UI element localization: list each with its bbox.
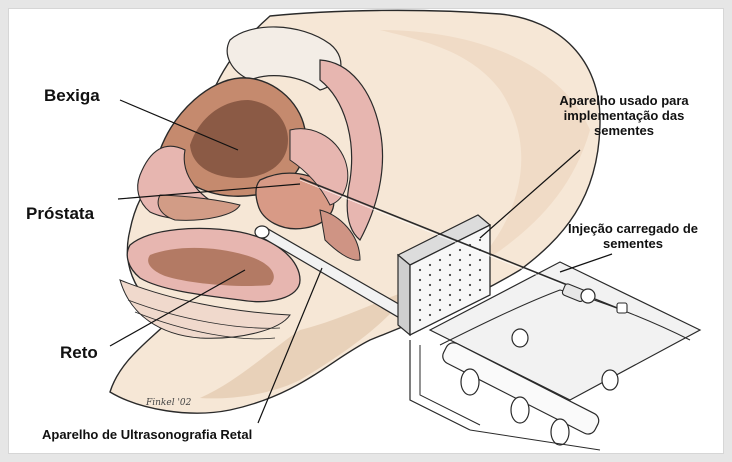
label-aparelho-line-1: Aparelho usado para (534, 94, 714, 109)
label-bexiga: Bexiga (44, 86, 100, 106)
label-aparelho-line-3: sementes (534, 124, 714, 139)
artist-signature: Finkel '02 (146, 398, 191, 408)
label-injecao-line-2: sementes (540, 237, 726, 252)
label-reto: Reto (60, 343, 98, 363)
label-aparelho-sementes: Aparelho usado para implementação das se… (534, 94, 714, 139)
leader-injecao (560, 254, 612, 272)
label-aparelho-line-2: implementação das (534, 109, 714, 124)
label-ultrasonografia: Aparelho de Ultrasonografia Retal (42, 428, 252, 443)
label-injecao-line-1: Injeção carregado de (540, 222, 726, 237)
label-injecao: Injeção carregado de sementes (540, 222, 726, 252)
label-prostata: Próstata (26, 204, 94, 224)
